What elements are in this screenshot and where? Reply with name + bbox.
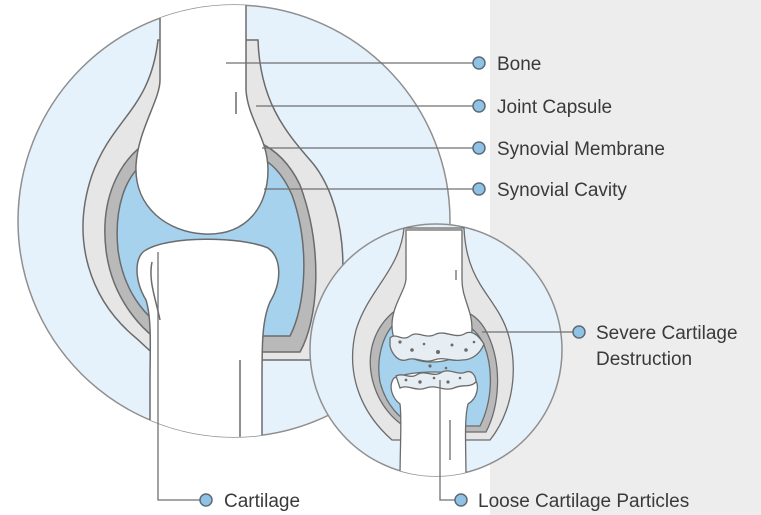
joint-capsule-dot [473,100,485,112]
synovial-cavity-dot [473,183,485,195]
cartilage-dot [200,494,212,506]
synovial-membrane-dot [473,142,485,154]
damaged-lower-bone [391,372,477,480]
background-panel [490,0,761,515]
severe-destruction-dot [573,326,585,338]
label-severe-line1: Severe Cartilage [596,323,738,344]
loose-particles-dot [455,494,467,506]
label-synovial-membrane: Synovial Membrane [497,139,665,160]
label-joint-capsule: Joint Capsule [497,97,612,118]
label-severe-line2: Destruction [596,349,692,370]
label-synovial-cavity: Synovial Cavity [497,180,627,201]
bone-dot [473,57,485,69]
label-cartilage: Cartilage [224,491,300,512]
label-loose-particles: Loose Cartilage Particles [478,491,689,512]
label-bone: Bone [497,54,541,75]
